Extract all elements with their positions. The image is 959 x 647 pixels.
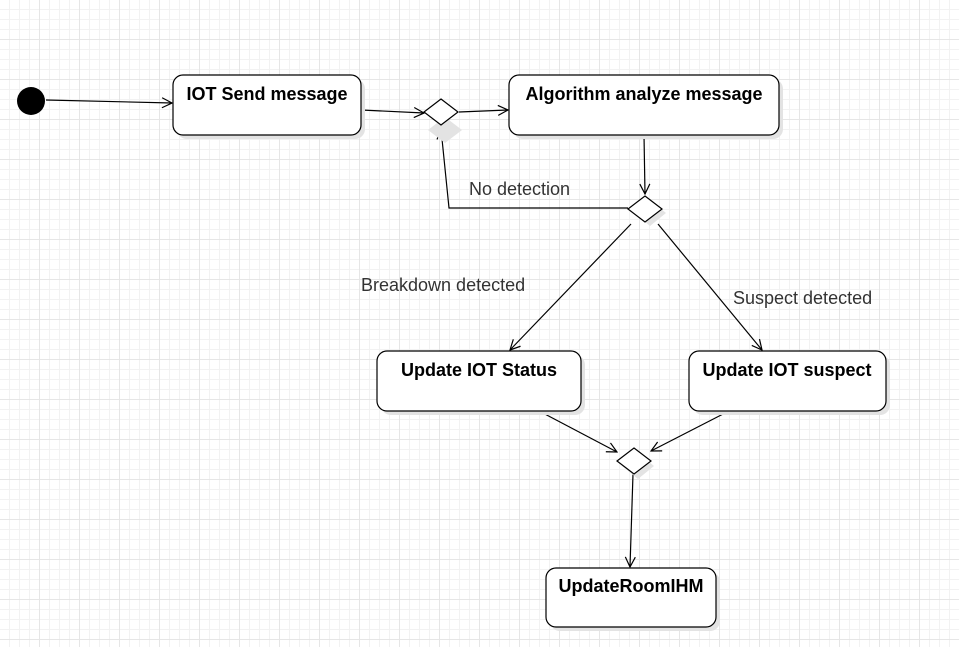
diamond-shape bbox=[627, 195, 663, 223]
nodes: IOT Send message Algorithm analyze messa… bbox=[17, 74, 890, 631]
edge-merge-to-room bbox=[630, 473, 633, 567]
action-iot-send-message[interactable]: IOT Send message bbox=[172, 74, 365, 139]
edge-no-detection-loop bbox=[441, 129, 628, 209]
node-label: UpdateRoomIHM bbox=[559, 576, 704, 596]
action-update-iot-suspect[interactable]: Update IOT suspect bbox=[688, 350, 890, 415]
edge-merge-to-algorithm bbox=[458, 110, 508, 112]
label-breakdown-detected: Breakdown detected bbox=[361, 275, 525, 295]
node-shadow bbox=[428, 117, 462, 143]
initial-node[interactable] bbox=[17, 87, 45, 115]
edge-iot-send-to-merge bbox=[360, 110, 424, 113]
node-box bbox=[376, 350, 582, 412]
action-update-iot-status[interactable]: Update IOT Status bbox=[376, 350, 585, 415]
edge-start-to-iot-send bbox=[45, 100, 172, 103]
label-no-detection: No detection bbox=[469, 179, 570, 199]
edge-status-to-merge bbox=[540, 411, 617, 452]
edge-labels: No detection Breakdown detected Suspect … bbox=[361, 179, 872, 308]
diamond-shape bbox=[423, 98, 459, 126]
edge-breakdown-detected bbox=[510, 223, 632, 350]
edge-suspect-to-merge bbox=[651, 411, 728, 451]
merge-node-final[interactable] bbox=[616, 447, 654, 479]
decision-node-detection[interactable] bbox=[627, 195, 666, 226]
node-box bbox=[688, 350, 887, 412]
node-box bbox=[172, 74, 362, 136]
merge-node-loop[interactable] bbox=[423, 98, 462, 143]
node-label: Algorithm analyze message bbox=[525, 84, 762, 104]
node-label: IOT Send message bbox=[186, 84, 347, 104]
label-suspect-detected: Suspect detected bbox=[733, 288, 872, 308]
diamond-shape bbox=[616, 447, 652, 475]
node-label: Update IOT suspect bbox=[702, 360, 871, 380]
edge-suspect-detected bbox=[657, 223, 762, 350]
action-update-room-ihm[interactable]: UpdateRoomIHM bbox=[545, 567, 720, 631]
edges bbox=[45, 100, 762, 567]
action-algorithm-analyze-message[interactable]: Algorithm analyze message bbox=[508, 74, 783, 139]
node-box bbox=[508, 74, 780, 136]
node-box bbox=[545, 567, 717, 628]
node-label: Update IOT Status bbox=[401, 360, 557, 380]
edge-algorithm-to-decision bbox=[644, 134, 645, 194]
